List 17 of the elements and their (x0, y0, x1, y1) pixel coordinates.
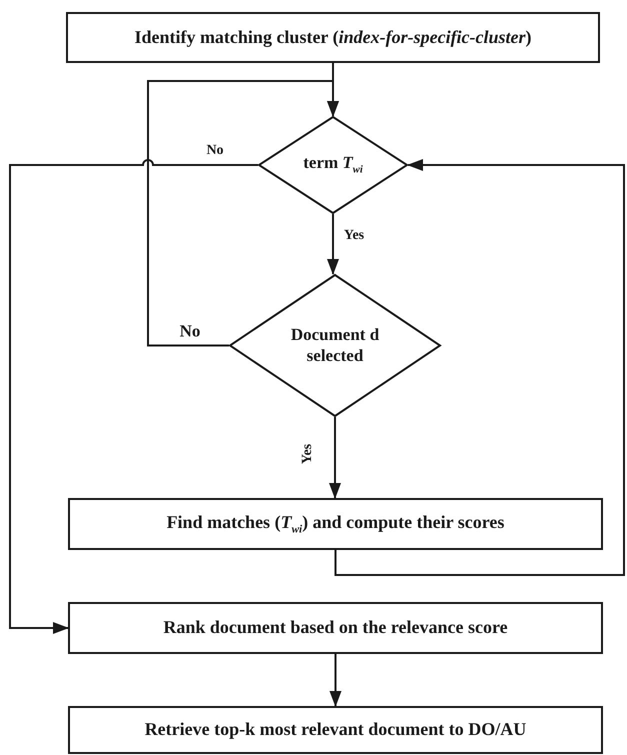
arrow (329, 417, 341, 499)
process-box (66, 12, 600, 63)
arrow (147, 80, 339, 346)
arrow (334, 159, 625, 576)
arrow (330, 654, 342, 707)
node-text: Rank document based on the relevance score (163, 617, 508, 639)
process-box (68, 602, 603, 654)
process-box (68, 498, 603, 550)
arrow (327, 214, 339, 275)
arrow (9, 159, 258, 634)
node-text: term T$_{wi}$ (303, 152, 363, 178)
node-text: Retrieve top-k most relevant document to DO/AU (144, 719, 526, 741)
node-text: Identify matching cluster (index-for-specific-cluster) (134, 26, 532, 48)
node-text: Document d selected (290, 325, 380, 366)
node-text: Find matches (T$_{wi}$) and compute their scores (166, 512, 504, 536)
edge-label: No (178, 322, 202, 340)
process-box (68, 706, 603, 754)
